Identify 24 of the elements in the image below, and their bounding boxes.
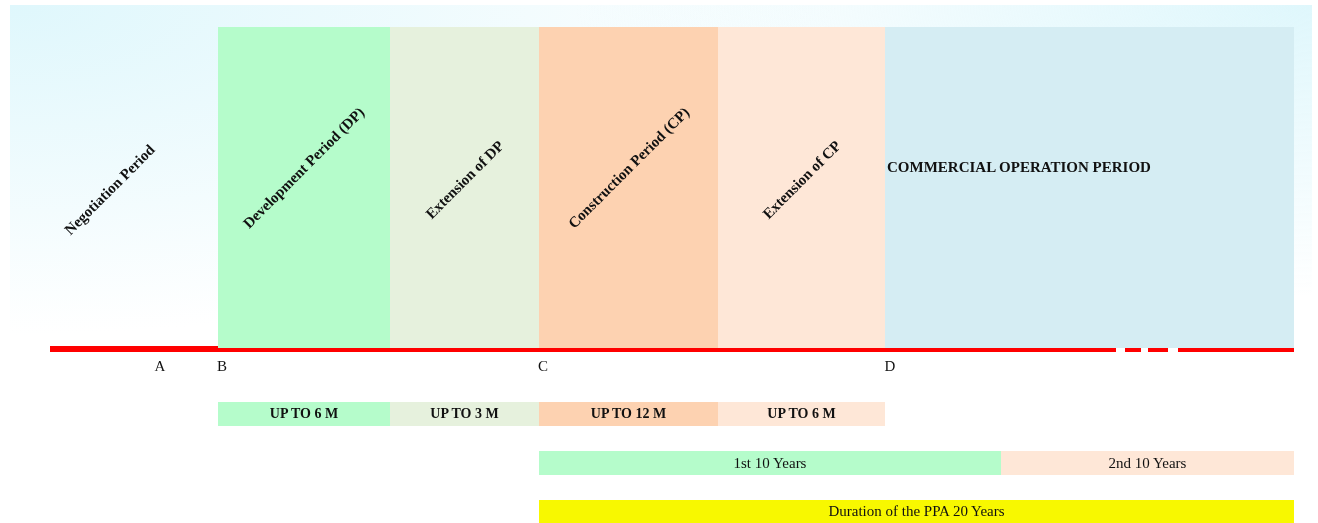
duration-bar [1001,451,1294,475]
axis-marker: A [154,357,166,375]
duration-bar [539,500,1294,523]
axis-marker: B [217,357,227,375]
period-band [539,27,718,348]
period-label: COMMERCIAL OPERATION PERIOD [887,159,1151,176]
duration-bar [218,402,390,426]
duration-bar [390,402,539,426]
duration-label: UP TO 6 M [767,406,836,422]
duration-bar [718,402,885,426]
duration-label: UP TO 6 M [269,406,339,422]
period-band [718,27,885,348]
duration-label: 1st 10 Years [733,454,807,472]
duration-label: Duration of the PPA 20 Years [828,503,1005,520]
duration-bar [539,451,1001,475]
duration-label: UP TO 3 M [430,406,499,422]
axis-marker: C [538,357,548,375]
period-band [218,27,390,348]
duration-label: UP TO 12 M [590,406,667,422]
duration-label: 2nd 10 Years [1108,454,1187,472]
duration-bar [539,402,718,426]
period-band [885,27,1294,348]
axis-marker: D [884,357,896,375]
period-band [390,27,539,348]
